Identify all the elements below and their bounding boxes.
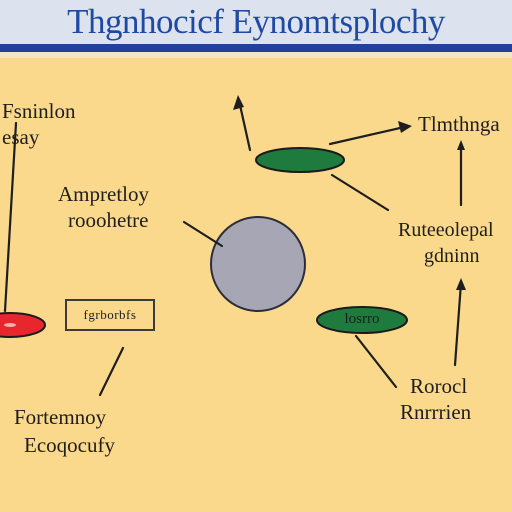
arrowhead-right bbox=[398, 121, 412, 133]
label-mid-left-line1: Ampretloy bbox=[58, 182, 149, 206]
red-oval bbox=[0, 312, 46, 338]
label-mid-left-line2: rooohetre bbox=[68, 208, 149, 232]
arrowhead-up bbox=[233, 95, 244, 110]
header-divider bbox=[0, 44, 512, 52]
connector-top-left bbox=[3, 121, 18, 313]
green-oval-bottom bbox=[316, 306, 408, 334]
gray-circle bbox=[210, 216, 306, 312]
label-bottom-right-line2: Rnrrrien bbox=[400, 400, 472, 424]
green-oval-label: losrro bbox=[344, 311, 380, 327]
label-mid-right-line2: gdninn bbox=[424, 245, 480, 267]
connector-mid-left bbox=[182, 220, 224, 248]
connector-bottom-right bbox=[354, 334, 398, 389]
connector-right-lower bbox=[453, 281, 463, 367]
red-oval-highlight bbox=[4, 323, 16, 327]
boxed-label: fgrborbfs bbox=[65, 299, 155, 331]
connector-up-arrow bbox=[238, 103, 252, 152]
label-mid-right-line1: Ruteeolepal bbox=[398, 219, 494, 241]
connector-top-right bbox=[328, 126, 402, 146]
label-bottom-right-line1: Rorocl bbox=[410, 374, 468, 398]
page-title: Thgnhocicf Eynomtsplochy bbox=[67, 2, 445, 41]
green-oval-top bbox=[255, 147, 345, 173]
arrowhead-right-vertical bbox=[457, 140, 465, 150]
connector-oval-to-right bbox=[330, 173, 390, 212]
label-bottom-left-line1: Fortemnoy bbox=[14, 405, 107, 429]
label-bottom-left-line2: Ecoqocufy bbox=[24, 433, 115, 457]
connector-bottom-left bbox=[98, 346, 125, 397]
arrowhead-right-lower bbox=[456, 278, 466, 290]
header-bar bbox=[0, 0, 512, 46]
label-top-right: Tlmthnga bbox=[418, 112, 500, 136]
label-top-left-line2: esay bbox=[2, 125, 40, 149]
label-top-left-line1: Fsninlon bbox=[2, 99, 76, 123]
